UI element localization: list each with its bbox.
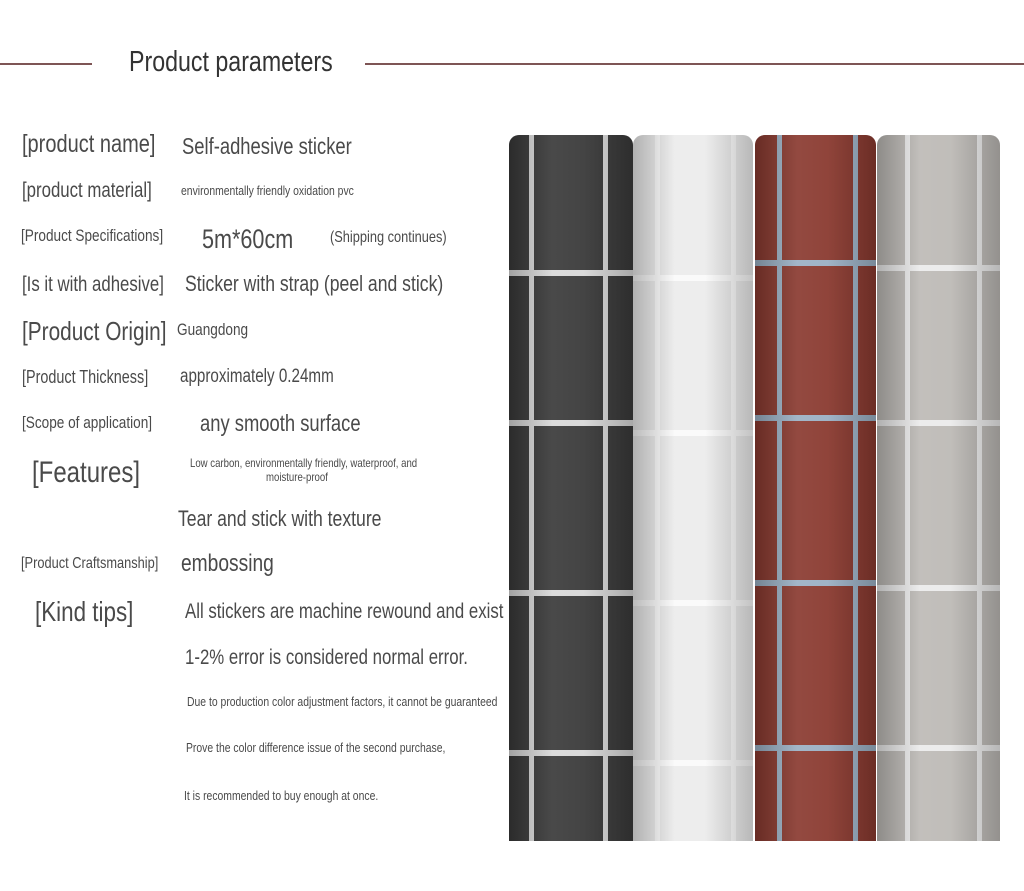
brick-mortar <box>633 760 753 766</box>
value-features-2: moisture-proof <box>266 470 328 484</box>
label-origin: [Product Origin] <box>22 316 167 346</box>
tip-line: Due to production color adjustment facto… <box>187 694 498 709</box>
brick-seam <box>977 135 982 841</box>
value-thickness: approximately 0.24mm <box>180 366 334 387</box>
roll-shading <box>755 135 876 841</box>
brick-mortar <box>877 420 1000 426</box>
label-adhesive: [Is it with adhesive] <box>22 273 164 296</box>
brick-mortar <box>755 415 876 421</box>
tip-line: Prove the color difference issue of the … <box>186 740 446 755</box>
label-features: [Features] <box>32 456 141 489</box>
brick-mortar <box>509 750 633 756</box>
brick-seam <box>905 135 910 841</box>
brick-mortar <box>877 585 1000 591</box>
value-craftsmanship: embossing <box>181 550 274 577</box>
roll-white <box>633 135 753 841</box>
roll-shading <box>877 135 1000 841</box>
brick-seam <box>731 135 736 841</box>
brick-mortar <box>877 745 1000 751</box>
value-material: environmentally friendly oxidation pvc <box>181 183 354 198</box>
value-features-3: Tear and stick with texture <box>178 506 382 531</box>
brick-mortar <box>877 265 1000 271</box>
brick-seam <box>603 135 608 841</box>
brick-mortar <box>633 600 753 606</box>
roll-black <box>509 135 633 841</box>
brick-mortar <box>509 420 633 426</box>
label-kind-tips: [Kind tips] <box>35 596 134 627</box>
label-scope: [Scope of application] <box>22 413 153 432</box>
brick-mortar <box>755 260 876 266</box>
brick-mortar <box>509 270 633 276</box>
brick-seam <box>777 135 782 841</box>
value-specifications: 5m*60cm <box>202 224 294 254</box>
tip-line: It is recommended to buy enough at once. <box>184 788 379 803</box>
label-thickness: [Product Thickness] <box>22 367 149 387</box>
note-specifications: (Shipping continues) <box>330 229 447 246</box>
brick-mortar <box>755 580 876 586</box>
page-title: Product parameters <box>129 46 333 78</box>
brick-seam <box>853 135 858 841</box>
brick-seam <box>655 135 660 841</box>
label-product-name: [product name] <box>22 130 156 158</box>
value-adhesive: Sticker with strap (peel and stick) <box>185 271 444 296</box>
header-line-right <box>365 63 1024 65</box>
value-origin: Guangdong <box>177 320 249 339</box>
value-features: Low carbon, environmentally friendly, wa… <box>190 456 418 470</box>
brick-mortar <box>509 590 633 596</box>
roll-gray <box>877 135 1000 841</box>
roll-shading <box>633 135 753 841</box>
label-craftsmanship: [Product Craftsmanship] <box>21 555 159 572</box>
label-material: [product material] <box>22 179 152 202</box>
tip-line: 1-2% error is considered normal error. <box>185 646 468 669</box>
tip-line: All stickers are machine rewound and exi… <box>185 600 504 623</box>
label-specifications: [Product Specifications] <box>21 226 164 245</box>
roll-red <box>755 135 876 841</box>
brick-mortar <box>755 745 876 751</box>
brick-seam <box>529 135 534 841</box>
brick-mortar <box>633 430 753 436</box>
value-product-name: Self-adhesive sticker <box>182 133 352 159</box>
header-line-left <box>0 63 92 65</box>
brick-mortar <box>633 275 753 281</box>
value-scope: any smooth surface <box>200 410 361 436</box>
roll-shading <box>509 135 633 841</box>
